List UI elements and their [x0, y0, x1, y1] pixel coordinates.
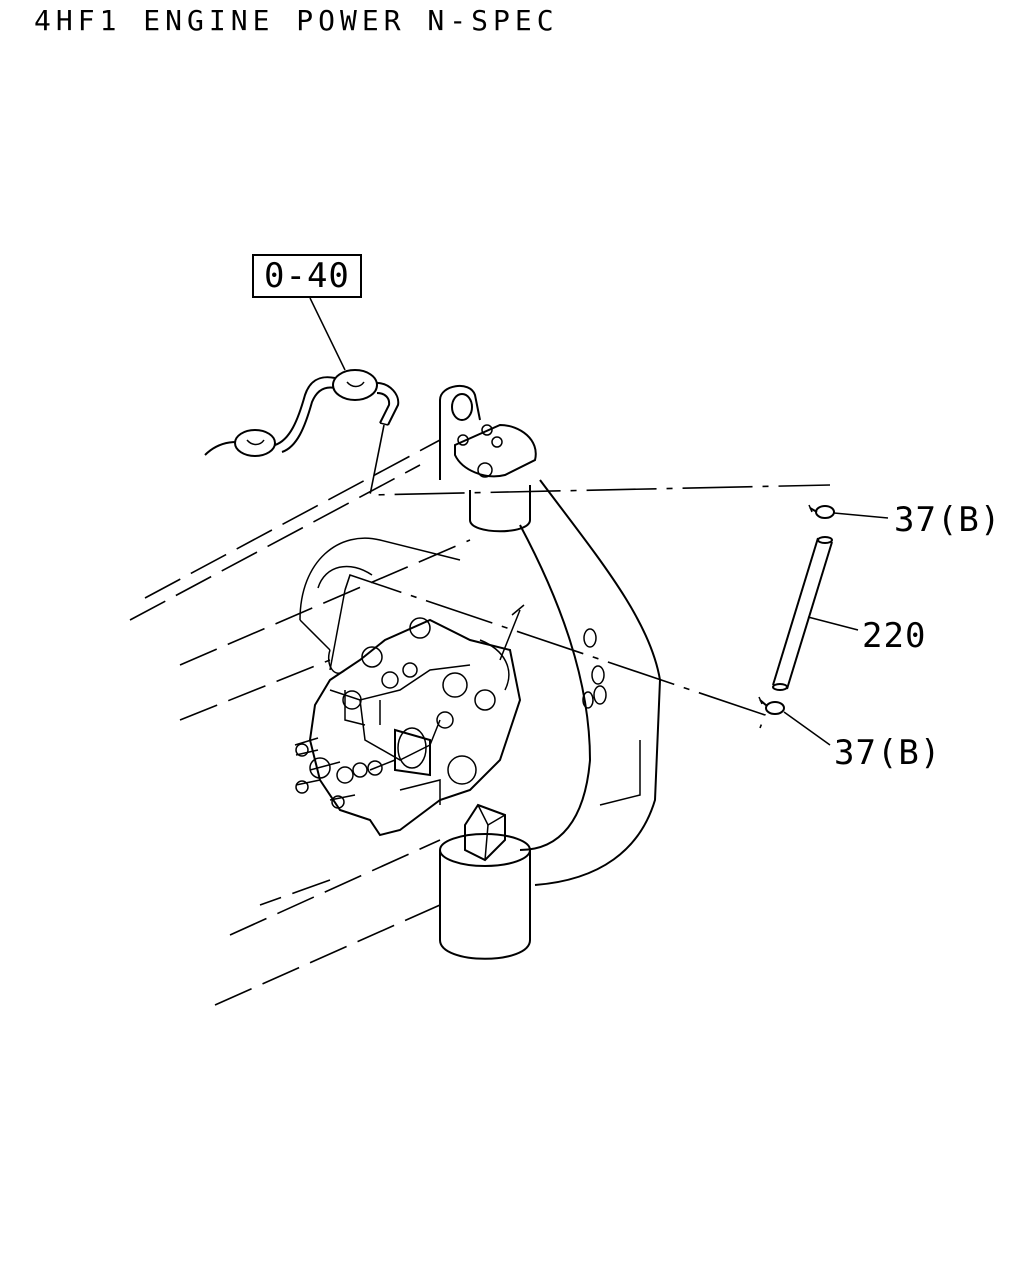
page-title: 4HF1 ENGINE POWER N-SPEC — [34, 4, 559, 37]
callout-hose: 220 — [862, 616, 927, 656]
engine-block-outline — [129, 439, 471, 1006]
injection-pump — [294, 604, 525, 837]
flywheel-housing — [519, 479, 662, 886]
leader-lines — [309, 297, 889, 746]
fuel-filter-lower — [439, 803, 531, 960]
fuel-filter-upper — [439, 385, 537, 533]
hose-220 — [772, 536, 833, 691]
clip-lower — [758, 696, 785, 715]
fuel-line-assembly — [204, 369, 400, 457]
clip-upper — [808, 504, 835, 519]
callout-clip-lower: 37(B) — [834, 733, 942, 773]
routing-lines — [329, 424, 831, 729]
callout-ref-box: 0-40 — [252, 254, 362, 298]
callout-clip-upper: 37(B) — [894, 500, 1002, 540]
